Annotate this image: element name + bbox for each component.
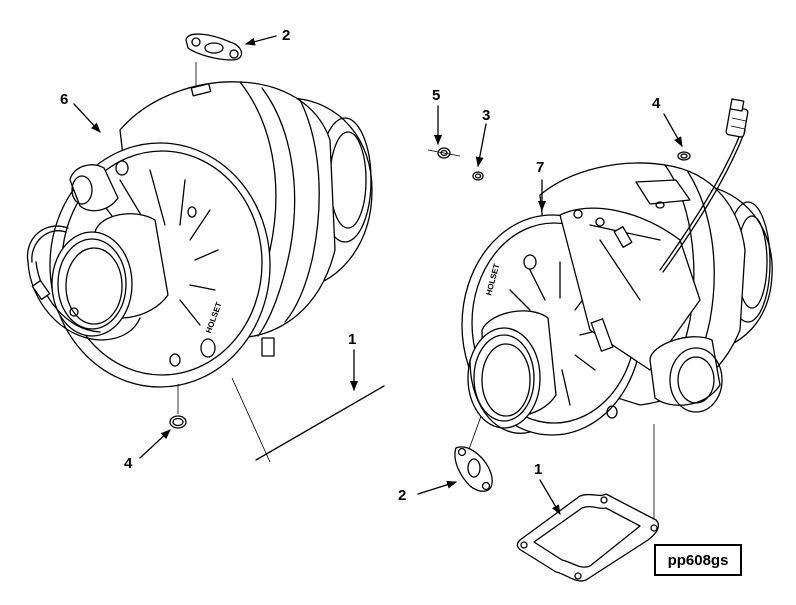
o-ring-3 (472, 171, 484, 181)
callout-6: 6 (60, 91, 68, 108)
gasket-left-section-line (255, 385, 385, 461)
callout-3: 3 (482, 107, 490, 124)
o-ring-left (169, 384, 187, 429)
callout-1-right: 1 (534, 461, 542, 478)
callout-4-left: 4 (124, 455, 133, 472)
figure-reference-label: pp608gs (654, 544, 742, 576)
sensor-cable (659, 129, 743, 271)
callout-7: 7 (536, 159, 544, 176)
name-plate (635, 179, 691, 205)
leader-line-left-gasket (231, 377, 271, 463)
side-outlet (649, 336, 721, 406)
callout-1-left: 1 (348, 331, 356, 348)
turbocharger-right: HOLSET (461, 98, 773, 522)
callout-4-right: 4 (652, 95, 661, 112)
callout-labels: 2 6 1 4 5 3 4 7 2 1 (60, 27, 661, 504)
callout-arrows (73, 35, 683, 515)
callout-5: 5 (432, 87, 440, 104)
gasket-left-top (185, 33, 243, 61)
callout-2-top: 2 (282, 27, 290, 44)
sensor-connector (725, 98, 749, 138)
o-ring-5 (427, 147, 461, 159)
callout-2-bottom: 2 (398, 487, 406, 504)
gasket-right-small (454, 446, 493, 492)
flange-gasket (516, 493, 660, 582)
v-band-clamp (26, 225, 69, 263)
o-ring-4-right (677, 151, 691, 161)
turbocharger-left: HOLSET (26, 62, 373, 463)
